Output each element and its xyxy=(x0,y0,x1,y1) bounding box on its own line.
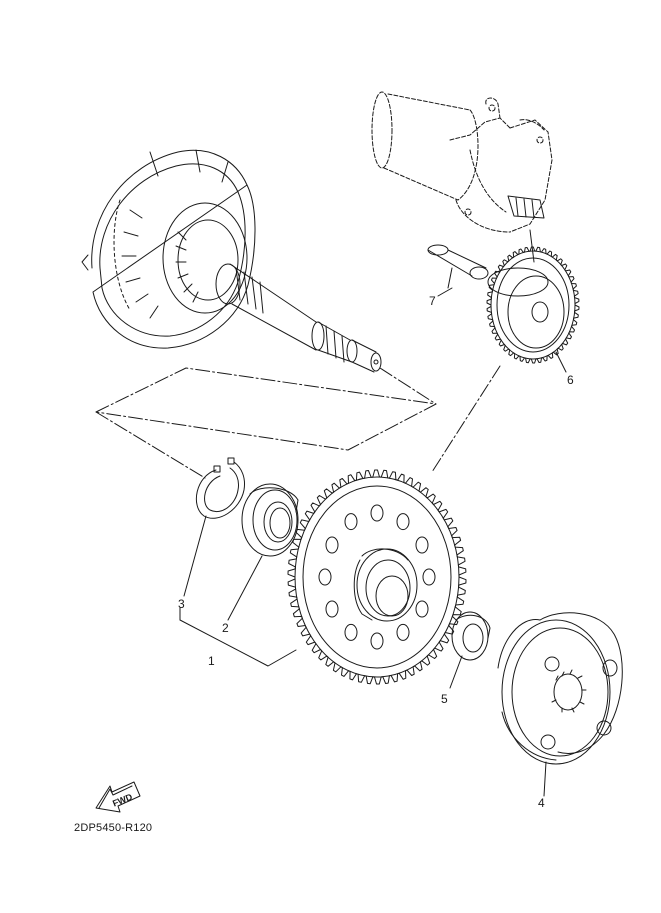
starter-wheel-teeth xyxy=(287,469,467,685)
starter-motor-spline xyxy=(507,195,545,219)
part-4-one-way-clutch xyxy=(497,612,623,765)
part-label-7: 7 xyxy=(429,294,436,308)
part-label-5: 5 xyxy=(441,692,448,706)
part-2-bearing xyxy=(241,483,299,557)
starter-wheel-hole xyxy=(415,536,429,554)
part-label-6: 6 xyxy=(567,373,574,387)
assembly-boundary xyxy=(95,367,437,451)
crankcase-housing xyxy=(81,149,256,349)
starter-wheel-hole xyxy=(396,513,410,531)
part-1-starter-wheel-gear xyxy=(287,469,467,685)
starter-motor xyxy=(371,91,553,233)
part-label-3: 3 xyxy=(178,597,185,611)
starter-wheel-hole xyxy=(396,623,410,641)
starter-wheel-hole xyxy=(344,623,358,641)
starter-wheel-hole xyxy=(325,536,339,554)
guide-lines xyxy=(95,229,535,479)
diagram-reference-code: 2DP5450-R120 xyxy=(74,822,153,834)
starter-wheel-hole xyxy=(325,600,339,618)
starter-wheel-hole xyxy=(422,568,436,586)
part-label-2: 2 xyxy=(222,621,229,635)
part-label-4: 4 xyxy=(538,796,545,810)
part-3-circlip xyxy=(195,457,245,519)
starter-wheel-hole xyxy=(344,513,358,531)
starter-wheel-hole xyxy=(318,568,332,586)
part-7-idler-shaft xyxy=(427,244,489,289)
starter-wheel-hole xyxy=(370,504,384,522)
starter-wheel-hole xyxy=(415,600,429,618)
starter-wheel-hole xyxy=(370,632,384,650)
leader-lines xyxy=(179,287,567,797)
part-5-washer xyxy=(451,611,491,661)
splined-shaft xyxy=(215,263,382,373)
part-6-idler-gear xyxy=(486,246,580,364)
part-label-1: 1 xyxy=(208,654,215,668)
idler-gear-teeth xyxy=(486,246,580,364)
fwd-arrow-icon: FWD xyxy=(95,781,141,813)
